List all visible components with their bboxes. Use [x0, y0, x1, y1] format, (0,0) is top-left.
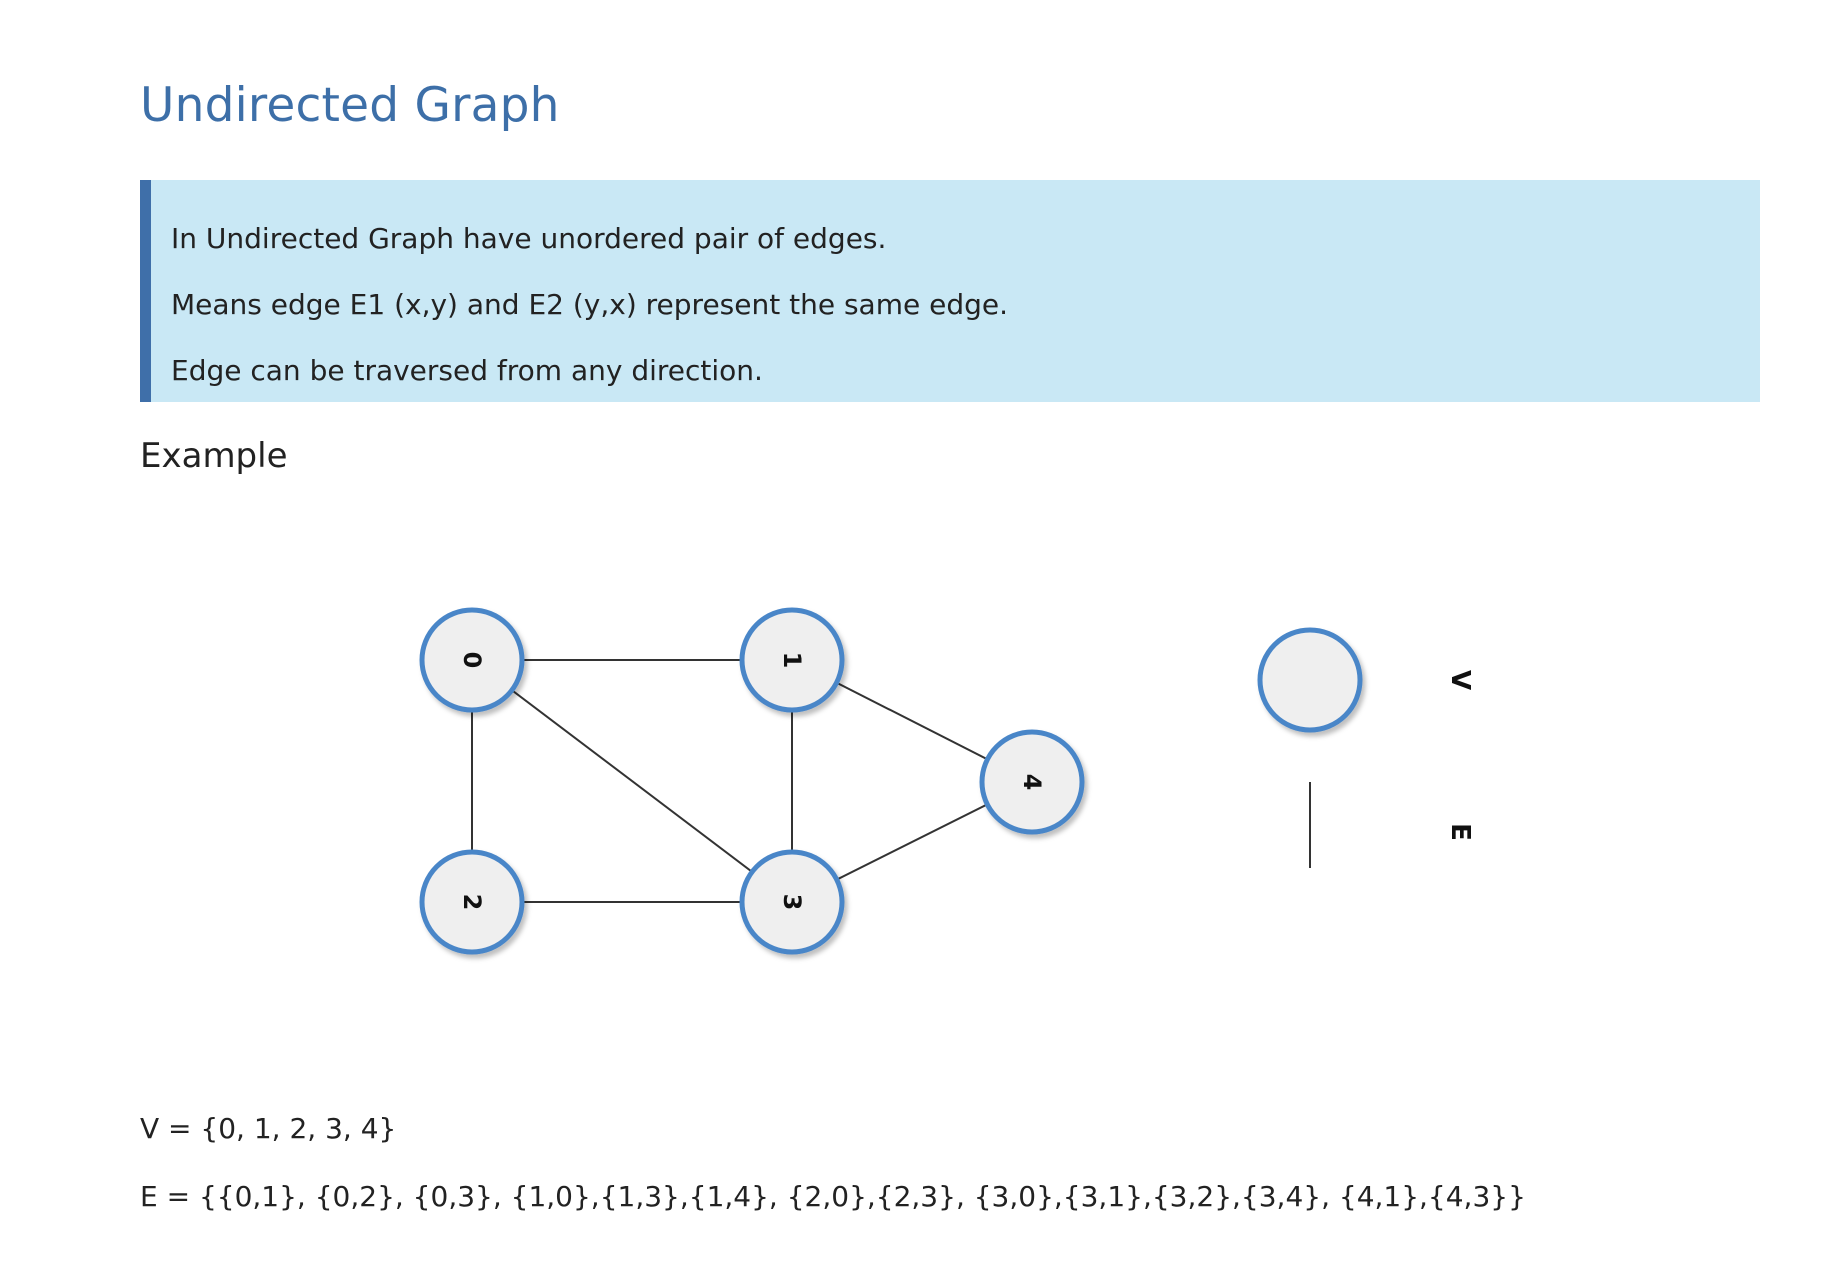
graph-node-label: 0: [458, 652, 486, 669]
graph-node-label: 1: [778, 652, 806, 669]
graph-node-circle: [979, 729, 1085, 835]
legend-vertex-label: V: [1445, 670, 1475, 690]
graph-node-circle: [419, 607, 525, 713]
legend-edge-label: E: [1445, 823, 1475, 841]
graph-node-circle: [419, 849, 525, 955]
callout-line-2: Means edge E1 (x,y) and E2 (y,x) represe…: [171, 288, 1009, 321]
graph-node-3: 3: [739, 849, 845, 955]
graph-node-1: 1: [739, 607, 845, 713]
graph-edge-0-3: [471, 659, 793, 903]
graph-node-circle: [739, 607, 845, 713]
graph-node-4: 4: [979, 729, 1085, 835]
graph-node-label: 2: [458, 894, 486, 911]
graph-node-label: 4: [1018, 774, 1046, 791]
graph-node-circle: [739, 849, 845, 955]
graph-legend: VE: [1257, 627, 1475, 868]
graph-node-2: 2: [419, 849, 525, 955]
node-layer: 0 1 2 3 4: [419, 607, 1085, 955]
graph-node-label: 3: [778, 894, 806, 911]
callout-line-1: In Undirected Graph have unordered pair …: [171, 222, 887, 255]
edge-layer: [471, 659, 1033, 903]
legend-vertex-symbol: [1257, 627, 1363, 733]
example-heading: Example: [140, 436, 288, 476]
edge-set: E = {{0,1}, {0,2}, {0,3}, {1,0},{1,3},{1…: [140, 1180, 1526, 1213]
vertex-set: V = {0, 1, 2, 3, 4}: [140, 1112, 397, 1145]
callout-line-3: Edge can be traversed from any direction…: [171, 354, 763, 387]
page-title: Undirected Graph: [140, 78, 560, 133]
graph-node-0: 0: [419, 607, 525, 713]
info-callout: In Undirected Graph have unordered pair …: [140, 180, 1760, 402]
